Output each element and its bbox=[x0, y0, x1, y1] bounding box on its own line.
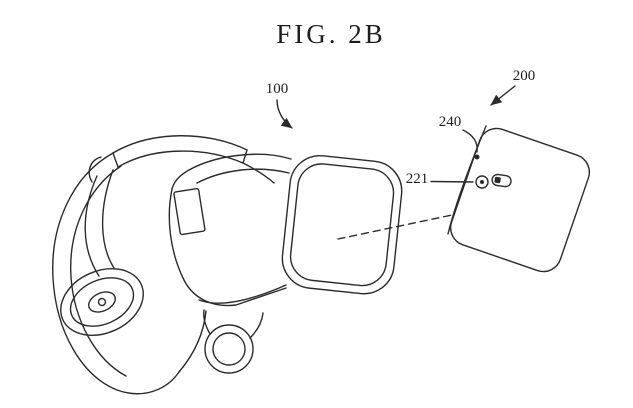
headset-bottom-knob bbox=[178, 309, 264, 374]
figure-title: FIG. 2B bbox=[276, 19, 386, 49]
reference-labels: 100 200 240 221 bbox=[266, 68, 536, 187]
headset-side-band bbox=[84, 156, 115, 277]
ref-label-240: 240 bbox=[439, 114, 462, 130]
phone-back-outline bbox=[449, 127, 591, 273]
ref-leader-100 bbox=[276, 99, 293, 129]
headset-front-face bbox=[281, 154, 403, 295]
ref-label-100: 100 bbox=[266, 81, 289, 97]
phone-flash-detail bbox=[474, 154, 480, 160]
phone-camera-detail bbox=[475, 175, 489, 189]
ref-leader-221 bbox=[430, 180, 474, 183]
insertion-dashed-line bbox=[337, 214, 453, 240]
ref-leader-240 bbox=[462, 129, 478, 153]
headset-ear-cushion bbox=[60, 268, 144, 336]
ref-leader-200 bbox=[490, 85, 516, 106]
headset-top-strap bbox=[112, 135, 275, 184]
headset-vent-detail bbox=[173, 187, 206, 236]
ref-label-221: 221 bbox=[406, 171, 429, 187]
headset-head-cradle bbox=[52, 152, 180, 395]
phone-illustration bbox=[447, 125, 591, 273]
phone-switch-detail bbox=[491, 173, 512, 188]
headset-body bbox=[168, 153, 292, 307]
phone-edge-detail bbox=[447, 125, 487, 235]
ref-label-200: 200 bbox=[513, 68, 536, 84]
vr-headset-illustration bbox=[52, 135, 403, 395]
